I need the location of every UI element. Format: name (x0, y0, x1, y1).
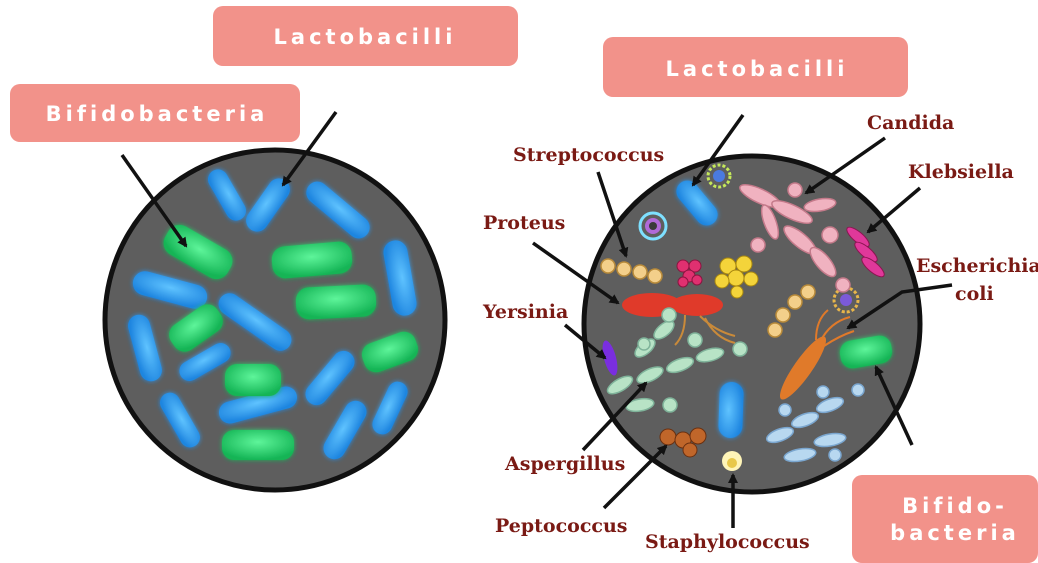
label-streptococcus: Streptococcus (513, 144, 664, 166)
label-aspergillus: Aspergillus (504, 453, 625, 475)
left-panel: Lactobacilli Bifidobacteria (10, 6, 518, 490)
right-bifidobacteria-badge: Bifido- bacteria (852, 475, 1038, 563)
staphylococcus-microbe (722, 451, 742, 471)
left-bifidobacteria-label: Bifidobacteria (46, 102, 269, 126)
bifidobacterium-rod (222, 430, 294, 460)
label-klebsiella: Klebsiella (908, 161, 1014, 183)
lactobacillus-rod (718, 382, 744, 439)
bifidobacterium-rod (295, 284, 377, 320)
label-peptococcus: Peptococcus (495, 515, 628, 537)
label-proteus: Proteus (483, 212, 565, 234)
label-yersinia: Yersinia (482, 301, 568, 323)
right-lactobacilli-label: Lactobacilli (666, 57, 849, 81)
right-culture-dish (584, 156, 920, 492)
left-lactobacilli-badge: Lactobacilli (213, 6, 518, 66)
label-staphylococcus: Staphylococcus (645, 531, 810, 553)
right-lactobacilli-badge: Lactobacilli (603, 37, 908, 97)
label-escherichia-line1: Escherichia (916, 255, 1038, 277)
left-bifidobacteria-badge: Bifidobacteria (10, 84, 300, 142)
right-bifidobacteria-label-line2: bacteria (890, 521, 1020, 545)
label-candida: Candida (867, 112, 954, 134)
right-panel: Lactobacilli Bifido- bacteria Streptococ… (482, 37, 1038, 563)
left-lactobacilli-label: Lactobacilli (274, 25, 457, 49)
label-escherichia-line2: coli (955, 283, 994, 305)
bifidobacterium-rod (225, 364, 281, 396)
right-bifidobacteria-label-line1: Bifido- (902, 494, 1008, 518)
